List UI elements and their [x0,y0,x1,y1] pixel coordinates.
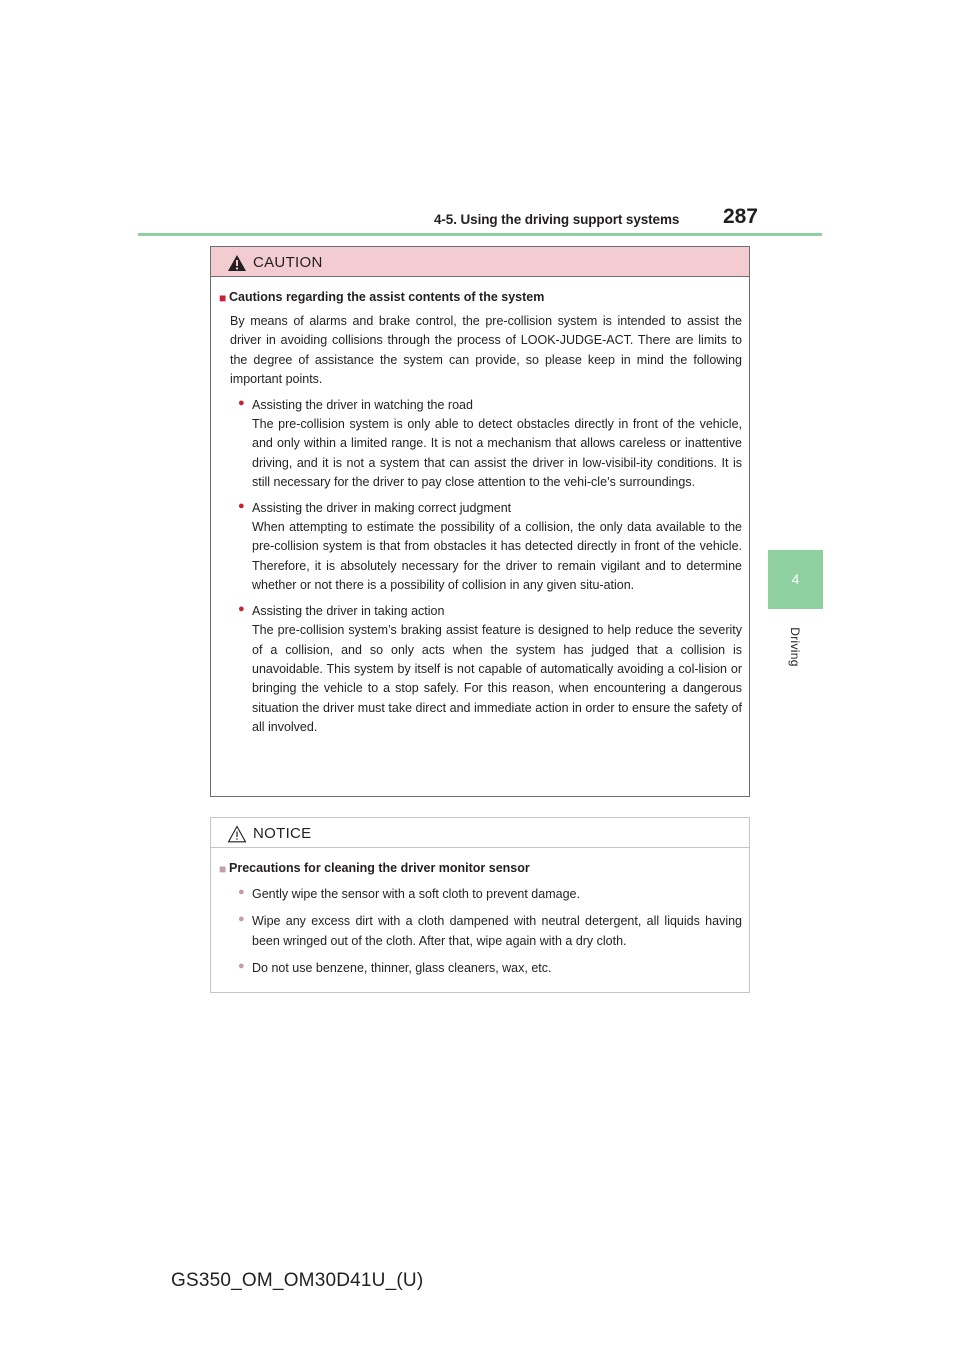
circle-bullet-icon: ● [238,886,245,898]
circle-bullet-icon: ● [238,602,245,615]
warning-triangle-outline-icon [227,825,247,843]
caution-bullet-text: The pre-collision system is only able to… [252,417,742,490]
caution-header: CAUTION [211,247,749,277]
caution-bullet-title: Assisting the driver in making correct j… [252,500,512,515]
page-number: 287 [722,205,758,228]
circle-bullet-icon: ● [238,396,245,409]
caution-intro: By means of alarms and brake control, th… [230,314,742,387]
notice-label: NOTICE [253,825,312,842]
notice-body: ■ Precautions for cleaning the driver mo… [211,848,749,979]
square-bullet-icon: ■ [219,862,227,876]
caution-section-title: ■ Cautions regarding the assist contents… [219,290,742,305]
warning-triangle-icon [228,255,246,271]
notice-bullet-text: Wipe any excess dirt with a cloth dampen… [252,914,742,948]
caution-bullet: ● Assisting the driver in watching the r… [228,396,742,493]
chapter-tab: 4 [768,550,823,609]
caution-bullet-text: When attempting to estimate the possibil… [252,520,742,593]
caution-section-title-text: Cautions regarding the assist contents o… [229,290,545,304]
notice-section-title-text: Precautions for cleaning the driver moni… [229,861,530,875]
page-header: 4-5. Using the driving support systems 2… [138,204,822,236]
notice-header: NOTICE [211,818,749,848]
header-rule [138,233,822,236]
chapter-label: Driving [788,627,802,667]
caution-label: CAUTION [253,254,323,271]
chapter-label-container: Driving [785,622,805,674]
notice-bullet-text: Do not use benzene, thinner, glass clean… [252,961,552,976]
circle-bullet-icon: ● [238,960,245,973]
notice-bullet: ● Gently wipe the sensor with a soft clo… [228,885,742,904]
caution-bullet-title: Assisting the driver in watching the roa… [252,397,473,412]
notice-bullet: ● Wipe any excess dirt with a cloth damp… [228,912,742,951]
caution-bullet: ● Assisting the driver in taking action … [228,602,742,738]
square-bullet-icon: ■ [219,291,227,305]
notice-box: NOTICE ■ Precautions for cleaning the dr… [210,817,750,993]
caution-box: CAUTION ■ Cautions regarding the assist … [210,246,750,797]
chapter-number: 4 [791,571,800,587]
document-code: GS350_OM_OM30D41U_(U) [171,1270,424,1291]
notice-bullet: ● Do not use benzene, thinner, glass cle… [228,959,742,978]
circle-bullet-icon: ● [238,913,245,926]
notice-bullet-text: Gently wipe the sensor with a soft cloth… [252,887,580,901]
caution-body: ■ Cautions regarding the assist contents… [211,277,749,738]
notice-section-title: ■ Precautions for cleaning the driver mo… [219,861,742,876]
circle-bullet-icon: ● [238,499,245,512]
caution-bullet-text: The pre-collision system’s braking assis… [252,623,742,735]
section-title: 4-5. Using the driving support systems [434,212,680,227]
caution-bullet-title: Assisting the driver in taking action [252,603,445,618]
caution-bullet: ● Assisting the driver in making correct… [228,499,742,596]
